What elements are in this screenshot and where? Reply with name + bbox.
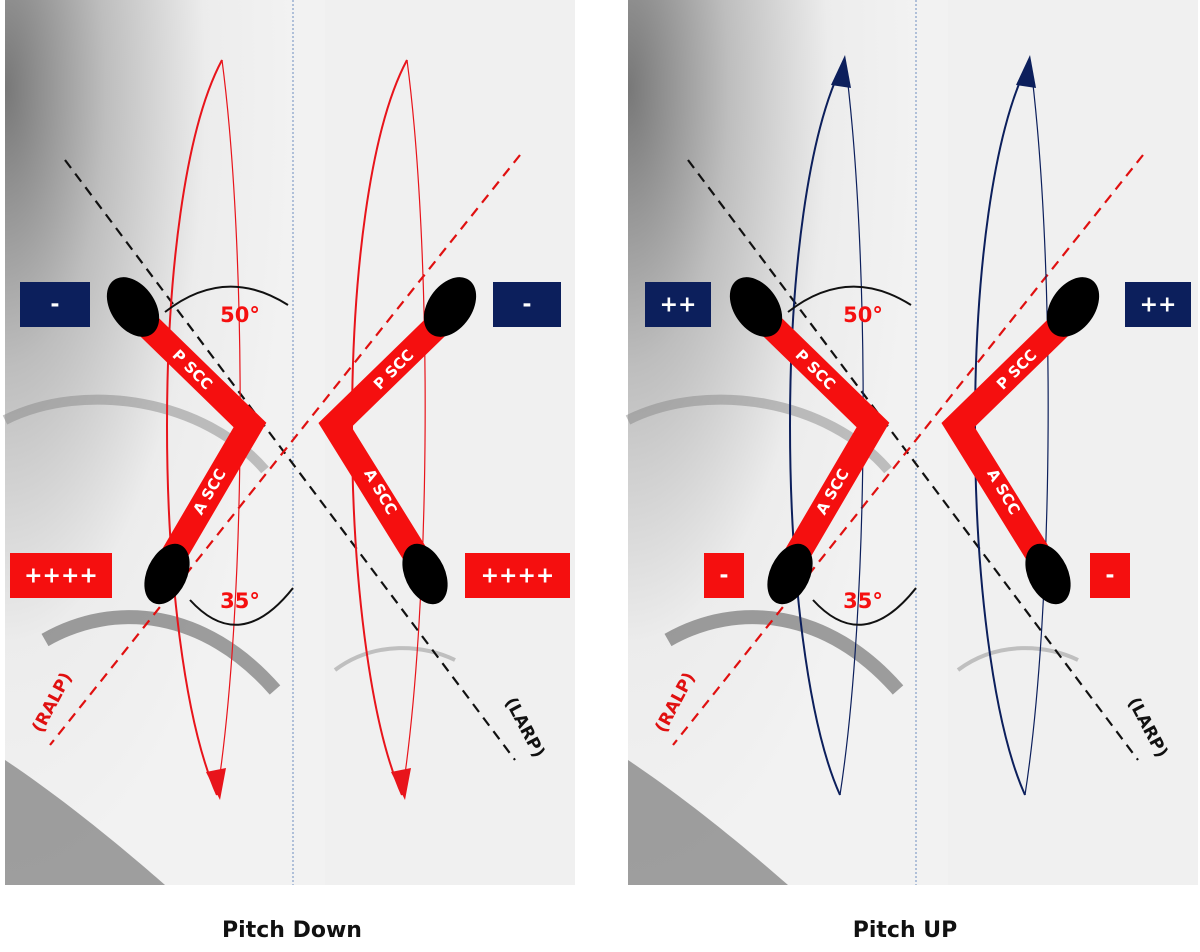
response-box-bottom-right [1090,553,1130,598]
angle-label-35: 35° [843,589,883,613]
ampulla-left-top [729,277,783,337]
rotation-arrow-left [166,59,223,796]
cheek-shadow [628,760,788,885]
response-box-top-right [1125,282,1191,327]
angle-arc-top [787,285,912,313]
eye-sketch-stroke [956,646,1079,672]
face-sketch-shading [628,0,948,885]
canal-left [750,305,890,577]
angle-arc-bottom [812,587,917,626]
arrowhead-down [206,768,226,800]
angle-arc-bottom [189,587,294,626]
arrowhead-up [831,55,851,88]
eye-sketch-stroke [664,610,904,695]
ampulla-right-bottom [402,543,448,605]
rotation-arrow-left [789,59,846,796]
arrowhead-down [391,768,411,800]
response-box-bottom-right [465,553,570,598]
angle-label-50: 50° [220,303,260,327]
response-box-bottom-left [704,553,744,598]
caption-pitch-up: Pitch UP [852,918,958,943]
response-box-top-left [20,282,90,327]
ralp-axis-line [672,154,1144,746]
angle-label-35: 35° [220,589,260,613]
response-box-top-right-label: - [522,293,531,318]
response-box-bottom-left-label: ++++ [24,564,98,589]
response-box-top-left [645,282,711,327]
cheek-shadow [5,760,165,885]
response-box-bottom-left [10,553,112,598]
ampulla-right-top [423,277,477,337]
ralp-axis-line [49,154,521,746]
rotation-arrow-back [1024,59,1049,796]
ampulla-left-top [106,277,160,337]
larp-axis-line [64,159,516,761]
angle-label-50: 50° [843,303,883,327]
canal-right [941,305,1081,577]
canal-right [318,305,458,577]
caption-pitch-down: Pitch Down [222,918,362,943]
angle-arc-top [164,285,289,313]
eye-sketch-stroke [41,610,281,695]
response-box-top-left-label: - [50,293,59,318]
ampulla-left-bottom [767,543,813,605]
canal-left [127,305,267,577]
response-box-bottom-right-label: - [1105,564,1114,589]
ampulla-right-top [1046,277,1100,337]
rotation-arrow-back [401,59,426,796]
response-box-bottom-left-label: - [719,564,728,589]
ampulla-left-bottom [144,543,190,605]
response-box-top-right [493,282,561,327]
face-sketch-shading [5,0,325,885]
arrowhead-up [1016,55,1036,88]
ampulla-right-bottom [1025,543,1071,605]
eye-sketch-stroke [333,646,456,672]
response-box-bottom-right-label: ++++ [481,564,555,589]
response-box-top-left-label: ++ [660,293,697,318]
larp-axis-line [687,159,1139,761]
response-box-top-right-label: ++ [1140,293,1177,318]
